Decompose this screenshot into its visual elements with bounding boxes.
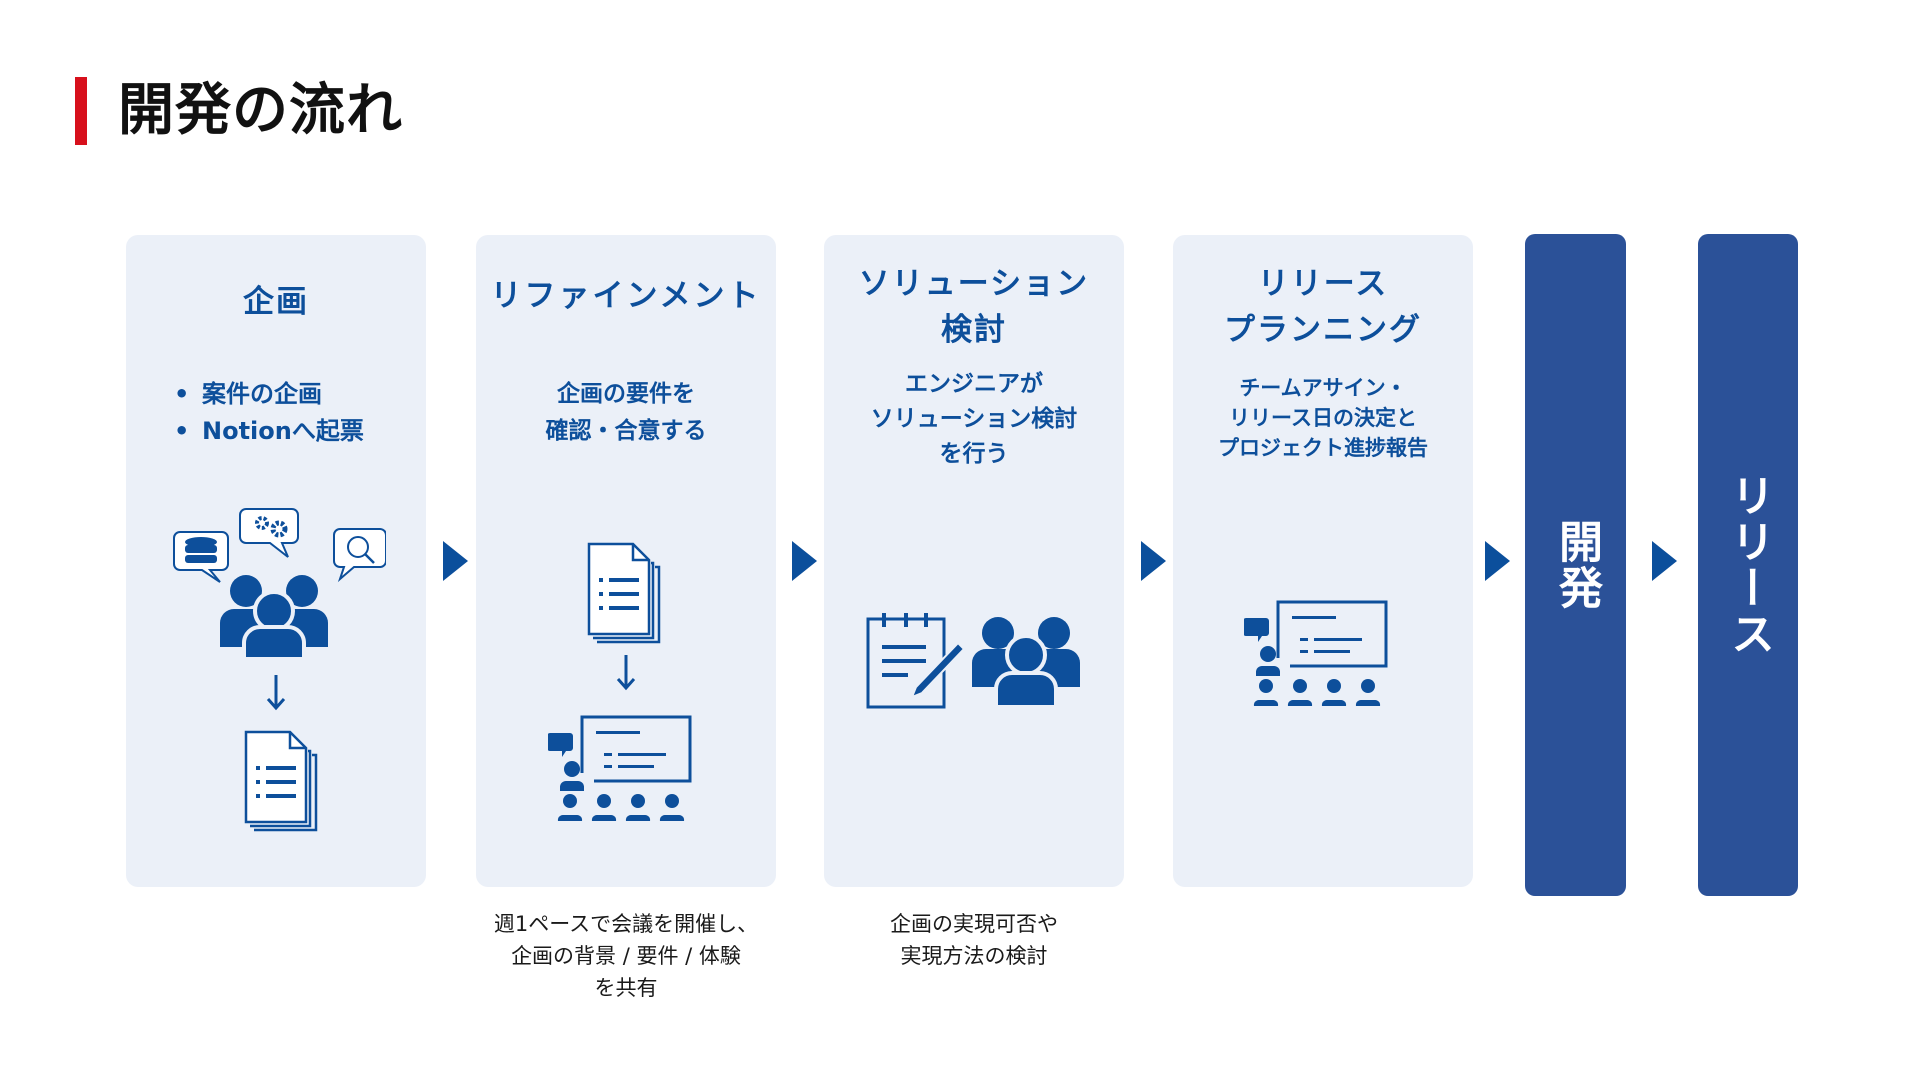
title-line: 検討	[941, 312, 1007, 348]
title-line: リリース	[1257, 266, 1389, 302]
flow-arrow-icon	[443, 541, 468, 581]
flow-arrow-icon	[1652, 541, 1677, 581]
desc-line: プロジェクト進捗報告	[1218, 436, 1428, 460]
desc-line: 企画の要件を	[557, 381, 695, 407]
note-line: 実現方法の検討	[900, 944, 1048, 968]
title-accent-bar	[75, 77, 87, 145]
document-stack-icon	[244, 730, 318, 832]
title-line: ソリューション	[858, 266, 1090, 302]
stage-title: ソリューション 検討	[824, 261, 1124, 353]
team-icon	[972, 617, 1080, 707]
bullet-item: Notionへ起票	[172, 413, 364, 450]
page-title: 開発の流れ	[118, 78, 403, 143]
flow-arrow-icon	[792, 541, 817, 581]
stage-development: 開発	[1525, 234, 1626, 896]
note-line: 企画の実現可否や	[890, 912, 1058, 936]
arrow-down-icon	[616, 655, 636, 691]
stage-planning: 企画 案件の企画 Notionへ起票	[126, 235, 426, 887]
stage-title: リリース プランニング	[1173, 261, 1473, 353]
stage-title: 企画	[243, 284, 309, 320]
stage-solution-review: ソリューション 検討 エンジニアが ソリューション検討 を行う	[824, 235, 1124, 887]
title-line: プランニング	[1224, 312, 1422, 348]
stage-note: 企画の実現可否や 実現方法の検討	[824, 908, 1124, 972]
flow-arrow-icon	[1485, 541, 1510, 581]
stage-release-planning: リリース プランニング チームアサイン・ リリース日の決定と プロジェクト進捗報…	[1173, 235, 1473, 887]
stage-release: リリース	[1698, 234, 1798, 896]
desc-line: 確認・合意する	[545, 418, 707, 444]
stage-description: 企画の要件を 確認・合意する	[476, 376, 776, 450]
desc-line: チームアサイン・	[1239, 376, 1407, 400]
desc-line: エンジニアが	[905, 371, 1043, 397]
stage-note: 週1ペースで会議を開催し、 企画の背景 / 要件 / 体験 を共有	[476, 908, 776, 1004]
notepad-pencil-icon	[866, 613, 966, 709]
stage-title: リファインメント	[490, 278, 762, 314]
stage-label: 開発	[1551, 519, 1602, 611]
desc-line: リリース日の決定と	[1229, 406, 1417, 430]
arrow-down-icon	[266, 675, 286, 711]
stage-label: リリース	[1723, 473, 1774, 657]
note-line: を共有	[594, 976, 658, 1000]
desc-line: ソリューション検討	[870, 406, 1078, 432]
flow-arrow-icon	[1141, 541, 1166, 581]
bullet-item: 案件の企画	[172, 376, 364, 413]
presentation-meeting-icon	[548, 715, 692, 821]
stage-description: チームアサイン・ リリース日の決定と プロジェクト進捗報告	[1173, 373, 1473, 463]
stage-description: エンジニアが ソリューション検討 を行う	[824, 367, 1124, 472]
desc-line: を行う	[939, 441, 1009, 467]
presentation-meeting-icon	[1244, 600, 1388, 706]
stage-bullets: 案件の企画 Notionへ起票	[172, 376, 364, 450]
stage-refinement: リファインメント 企画の要件を 確認・合意する	[476, 235, 776, 887]
team-discussion-icon	[173, 508, 386, 659]
note-line: 企画の背景 / 要件 / 体験	[511, 944, 741, 968]
note-line: 週1ペースで会議を開催し、	[493, 912, 759, 936]
document-stack-icon	[587, 542, 661, 644]
